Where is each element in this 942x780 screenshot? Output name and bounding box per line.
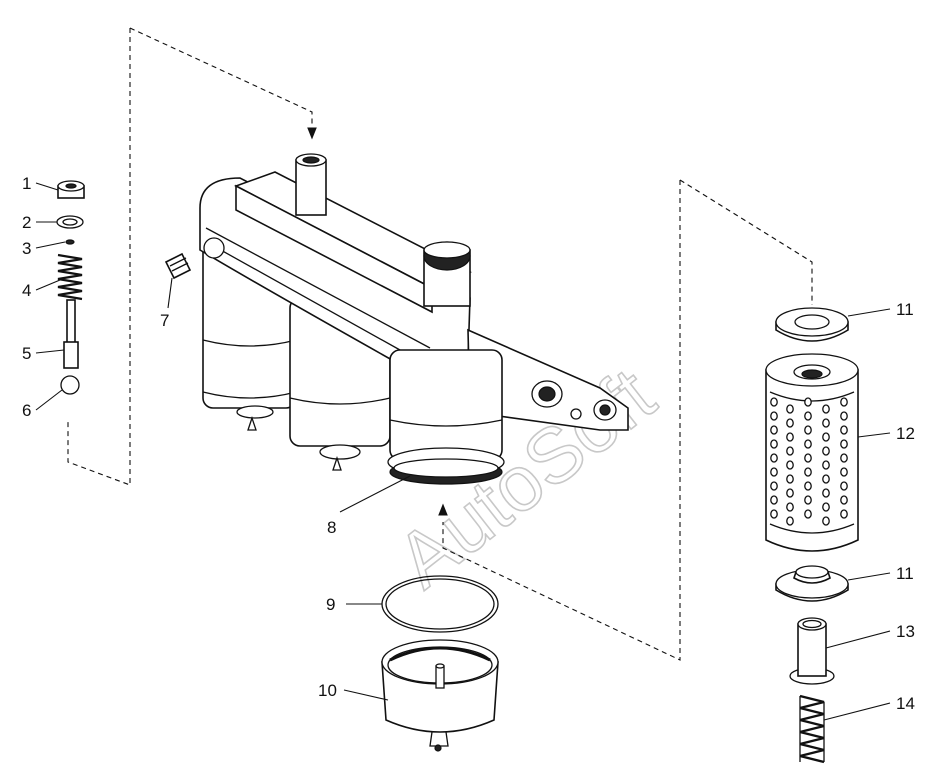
plug-part-7 <box>164 252 192 280</box>
perforation-hole <box>770 481 778 491</box>
perforation-hole <box>786 488 794 498</box>
perforation-hole <box>804 453 812 463</box>
perforation-hole <box>822 460 830 470</box>
callout-5: 5 <box>22 344 31 363</box>
perforation-hole <box>786 460 794 470</box>
perforation-hole <box>804 509 812 519</box>
filter-perforations <box>770 397 848 526</box>
perforation-hole <box>786 432 794 442</box>
perforation-hole <box>804 467 812 477</box>
perforation-hole <box>786 446 794 456</box>
filter-bowl-part-10 <box>381 639 499 752</box>
perforation-hole <box>786 474 794 484</box>
perforation-hole <box>822 474 830 484</box>
perforation-hole <box>786 404 794 414</box>
perforation-hole <box>770 509 778 519</box>
perforation-hole <box>770 411 778 421</box>
perforation-hole <box>822 418 830 428</box>
callout-3: 3 <box>22 239 31 258</box>
callout-9: 9 <box>326 595 335 614</box>
callout-4: 4 <box>22 281 31 300</box>
callout-11-top: 11 <box>896 300 914 319</box>
perforation-hole <box>786 516 794 526</box>
perforation-hole <box>822 516 830 526</box>
callout-7: 7 <box>160 311 169 330</box>
perforation-hole <box>840 397 848 407</box>
spring-part-14 <box>799 694 825 764</box>
perforation-hole <box>770 453 778 463</box>
callout-13: 13 <box>896 622 915 641</box>
washer-part-11-top <box>775 307 849 342</box>
perforation-hole <box>770 439 778 449</box>
perforation-hole <box>804 411 812 421</box>
callout-12: 12 <box>896 424 915 443</box>
callout-2: 2 <box>22 213 31 232</box>
filter-housing <box>199 153 629 485</box>
perforation-hole <box>840 481 848 491</box>
perforation-hole <box>770 467 778 477</box>
perforation-hole <box>822 446 830 456</box>
callout-8: 8 <box>327 518 336 537</box>
perforation-hole <box>786 502 794 512</box>
sleeve-part-13 <box>789 617 835 685</box>
callout-11-bottom: 11 <box>896 564 914 583</box>
perforation-hole <box>840 439 848 449</box>
perforation-hole <box>804 397 812 407</box>
assembly-guide-lines <box>67 27 813 661</box>
callout-10: 10 <box>318 681 337 700</box>
perforation-hole <box>770 425 778 435</box>
perforation-hole <box>840 425 848 435</box>
perforation-hole <box>840 509 848 519</box>
perforation-hole <box>840 467 848 477</box>
seat-washer-part-11-bottom <box>775 565 849 602</box>
perforation-hole <box>822 502 830 512</box>
callout-1: 1 <box>22 174 31 193</box>
perforation-hole <box>822 404 830 414</box>
perforation-hole <box>822 432 830 442</box>
leader-lines <box>35 182 891 721</box>
perforation-hole <box>804 439 812 449</box>
callout-14: 14 <box>896 694 915 713</box>
filter-element-part-12 <box>765 353 859 552</box>
perforation-hole <box>804 425 812 435</box>
perforation-hole <box>840 411 848 421</box>
perforation-hole <box>822 488 830 498</box>
perforation-hole <box>786 418 794 428</box>
valve-stack-parts-1-6 <box>56 180 85 395</box>
perforation-hole <box>840 495 848 505</box>
perforation-hole <box>840 453 848 463</box>
perforation-hole <box>804 495 812 505</box>
perforation-hole <box>804 481 812 491</box>
perforation-hole <box>770 495 778 505</box>
callout-labels: 1 2 3 4 5 6 7 8 9 10 11 12 11 13 14 <box>22 174 915 713</box>
perforation-hole <box>770 397 778 407</box>
callout-6: 6 <box>22 401 31 420</box>
